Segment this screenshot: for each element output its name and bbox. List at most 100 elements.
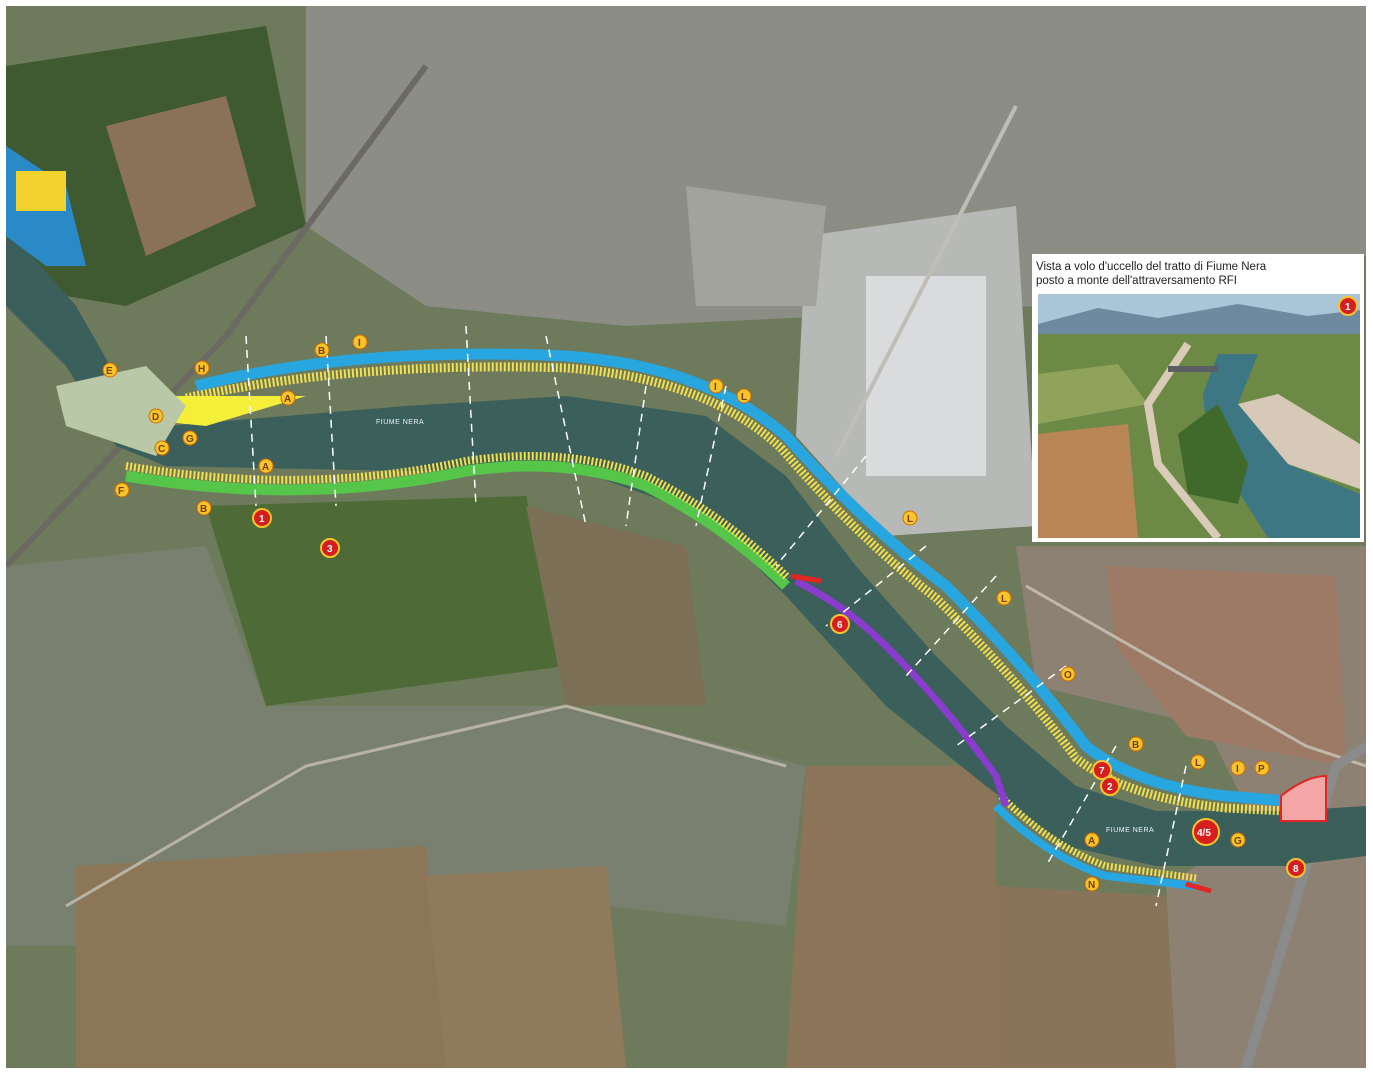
parking-lot [686,186,826,306]
marker-red-7[interactable]: 7 [1092,760,1112,780]
buildings-east [1106,566,1346,766]
marker-yellow-a-3[interactable]: A [1084,832,1100,848]
marker-yellow-b-2[interactable]: B [196,500,212,516]
marker-label: I [358,338,361,349]
field-south-3 [786,766,996,1068]
path-red-end-1 [790,573,822,584]
field-south-4 [996,886,1176,1068]
path-green-lower [125,460,790,590]
marker-yellow-e[interactable]: E [102,362,118,378]
path-yellow-lower [125,452,791,581]
marker-label: 4/5 [1197,828,1211,839]
marker-label: A [1088,836,1095,847]
marker-label: 1 [259,514,265,525]
marker-label: 6 [837,620,843,631]
marker-yellow-a-2[interactable]: A [258,458,274,474]
yellow-markers: E H B I D A C G F A B I L L L O B L I P … [102,334,1270,892]
marker-red-8[interactable]: 8 [1286,858,1306,878]
inset-marker-label: 1 [1345,302,1351,313]
marker-label: L [1195,758,1201,769]
marker-yellow-l-2[interactable]: L [902,510,918,526]
marker-label: A [284,394,291,405]
road-south [65,704,787,908]
marker-yellow-i-3[interactable]: I [1230,760,1246,776]
marker-label: F [118,486,124,497]
path-purple [794,577,1010,808]
inset-caption-line2: posto a monte dell'attraversamento RFI [1036,275,1237,287]
inset-field-left-2 [1038,364,1148,424]
marker-yellow-l-1[interactable]: L [736,388,752,404]
path-yellow-fill-upper [156,396,306,426]
marker-label: 2 [1107,782,1113,793]
urban-southwest [6,546,806,946]
field-northwest [106,96,256,256]
river-label-upper: FIUME NERA [376,419,424,426]
inset-path [1143,341,1222,538]
marker-red-1[interactable]: 1 [252,508,272,528]
marker-label: L [1001,594,1007,605]
marker-yellow-b-1[interactable]: B [314,342,330,358]
marker-yellow-c[interactable]: C [154,440,170,456]
marker-label: P [1258,764,1265,775]
marker-yellow-i-1[interactable]: I [352,334,368,350]
marker-red-2[interactable]: 2 [1100,776,1120,796]
marker-label: G [1234,836,1242,847]
inset-mountains [1038,304,1360,338]
marker-yellow-p[interactable]: P [1254,760,1270,776]
field-middle [206,496,566,706]
marker-label: L [907,514,913,525]
marker-yellow-g-1[interactable]: G [182,430,198,446]
railway-line [6,64,429,569]
path-red-end-3 [1280,774,1327,822]
marker-label: I [1236,764,1239,775]
marker-yellow-a-1[interactable]: A [280,390,296,406]
field-south-2 [426,866,626,1068]
inset-aerial-photo: 1 [1038,294,1360,538]
inset-caption-line1: Vista a volo d'uccello del tratto di Fiu… [1036,261,1267,273]
marker-label: D [152,412,159,423]
cross-section-lines [245,325,1187,907]
marker-label: A [262,462,269,473]
marker-yellow-d[interactable]: D [148,408,164,424]
urban-north [306,6,1366,326]
marker-label: 7 [1099,766,1105,777]
path-blue-upper [194,348,1287,807]
marker-label: B [200,504,207,515]
path-yellow-upper [185,362,1287,816]
marker-label: I [714,382,717,393]
marker-red-3[interactable]: 3 [320,538,340,558]
marker-label: 8 [1293,864,1299,875]
inset-panel: Vista a volo d'uccello del tratto di Fiu… [1032,254,1364,542]
inset-bridge [1168,366,1218,372]
red-markers: 1 3 6 7 2 4/5 8 [252,508,1306,878]
weir-structure [56,366,186,456]
marker-label: C [158,444,165,455]
marker-red-6[interactable]: 6 [830,614,850,634]
marker-yellow-i-2[interactable]: I [708,378,724,394]
marker-label: L [741,392,747,403]
marker-label: G [186,434,194,445]
inset-field-left [1038,424,1138,538]
inset-trees [1178,404,1248,504]
marker-label: O [1064,670,1072,681]
marker-yellow-n[interactable]: N [1084,876,1100,892]
field-south-1 [76,846,446,1068]
road-northeast [834,105,1018,457]
bridge-east [1241,741,1366,1068]
marker-label: E [106,366,113,377]
marker-yellow-g-2[interactable]: G [1230,832,1246,848]
marker-label: N [1088,880,1095,891]
marker-label: B [1132,740,1139,751]
marker-yellow-f[interactable]: F [114,482,130,498]
inset-marker[interactable]: 1 [1338,296,1358,316]
marker-yellow-h[interactable]: H [194,360,210,376]
river-label-lower: FIUME NERA [1106,827,1154,834]
marker-yellow-l-4[interactable]: L [1190,754,1206,770]
marker-red-4-5[interactable]: 4/5 [1192,818,1220,846]
works-left-yellow [16,171,66,211]
marker-yellow-o[interactable]: O [1060,666,1076,682]
inset-gravel-bank [1238,394,1360,489]
marker-yellow-b-3[interactable]: B [1128,736,1144,752]
marker-yellow-l-3[interactable]: L [996,590,1012,606]
path-blue-lower-east [993,803,1197,890]
